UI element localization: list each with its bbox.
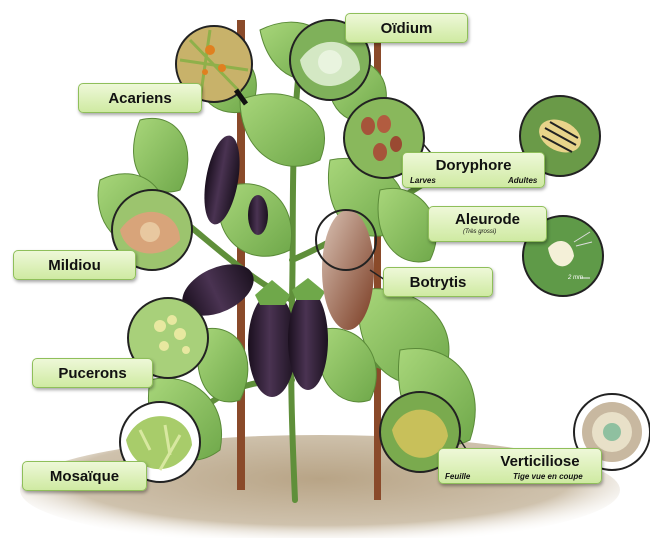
label-doryphore-text: Doryphore — [436, 158, 512, 173]
sublabel-adultes: Adultes — [508, 176, 537, 185]
label-oidium-text: Oïdium — [381, 21, 433, 36]
label-botrytis-text: Botrytis — [410, 275, 467, 290]
label-mosaique-text: Mosaïque — [50, 469, 119, 484]
label-oidium: Oïdium — [345, 13, 468, 43]
sublabel-feuille: Feuille — [445, 472, 470, 481]
label-mildiou: Mildiou — [13, 250, 136, 280]
label-aleurode-text: Aleurode — [455, 212, 520, 227]
label-mildiou-text: Mildiou — [48, 258, 101, 273]
label-acariens: Acariens — [78, 83, 202, 113]
label-acariens-text: Acariens — [108, 91, 171, 106]
eggplant-center-right — [288, 290, 328, 390]
label-verticiliose-text: Verticiliose — [500, 454, 579, 469]
acarien-mite-icon — [205, 45, 215, 55]
eggplant-calyx-2 — [292, 278, 325, 300]
label-pucerons: Pucerons — [32, 358, 153, 388]
pucerons-aphid-icon — [154, 320, 166, 332]
label-botrytis: Botrytis — [383, 267, 493, 297]
sublabel-larves: Larves — [410, 176, 436, 185]
eggplant-small — [248, 195, 268, 235]
label-mosaique: Mosaïque — [22, 461, 147, 491]
sublabel-tres-grossi: (Très grossi) — [463, 229, 496, 235]
aleurode-scale: 2 mm — [568, 275, 583, 281]
label-pucerons-text: Pucerons — [58, 366, 126, 381]
sublabel-tige-coupe: Tige vue en coupe — [513, 472, 583, 481]
label-aleurode: Aleurode — [428, 206, 547, 242]
